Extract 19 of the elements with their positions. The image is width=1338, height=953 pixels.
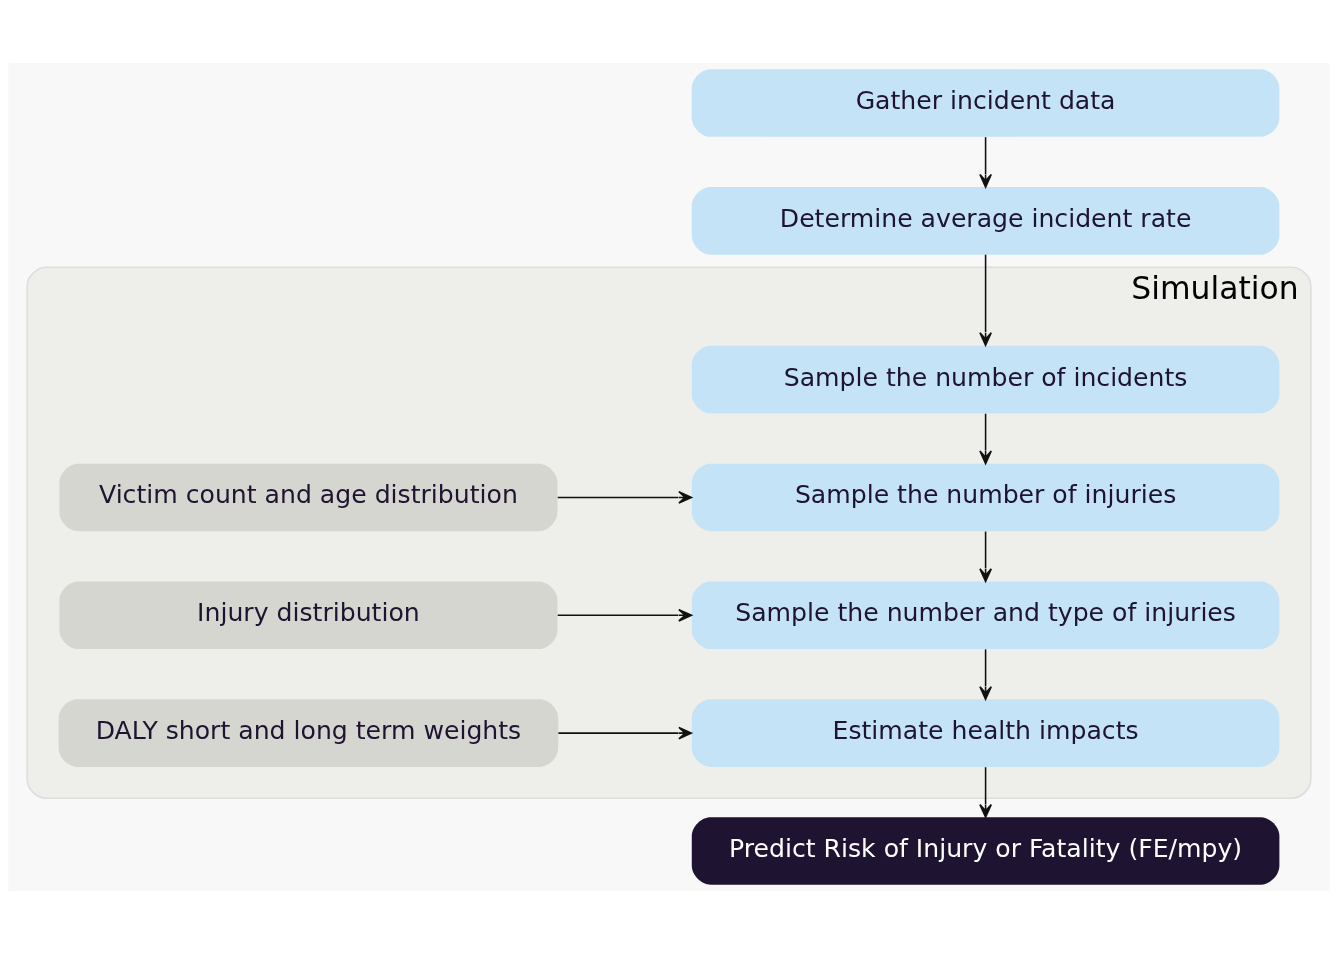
node-box: Sample the number and type of injuries	[691, 581, 1280, 649]
node-box: Determine average incident rate	[691, 186, 1280, 255]
arrow	[979, 765, 993, 818]
arrow	[979, 253, 993, 346]
node-box: Victim count and age distribution	[59, 463, 558, 531]
node-box: Estimate health impacts	[691, 698, 1280, 767]
arrow	[979, 530, 993, 582]
node-box: DALY short and long term weights	[58, 698, 559, 767]
node-box: Sample the number of injuries	[691, 463, 1280, 531]
node-box: Injury distribution	[59, 581, 558, 649]
arrow	[979, 412, 993, 464]
arrow	[979, 135, 993, 188]
arrow	[557, 726, 693, 740]
node-box: Sample the number of incidents	[691, 345, 1280, 413]
node-box: Predict Risk of Injury or Fatality (FE/mpy)	[691, 816, 1280, 885]
arrow	[556, 490, 693, 504]
node-box: Gather incident data	[691, 68, 1280, 137]
arrow	[979, 648, 993, 700]
arrow	[556, 608, 693, 622]
